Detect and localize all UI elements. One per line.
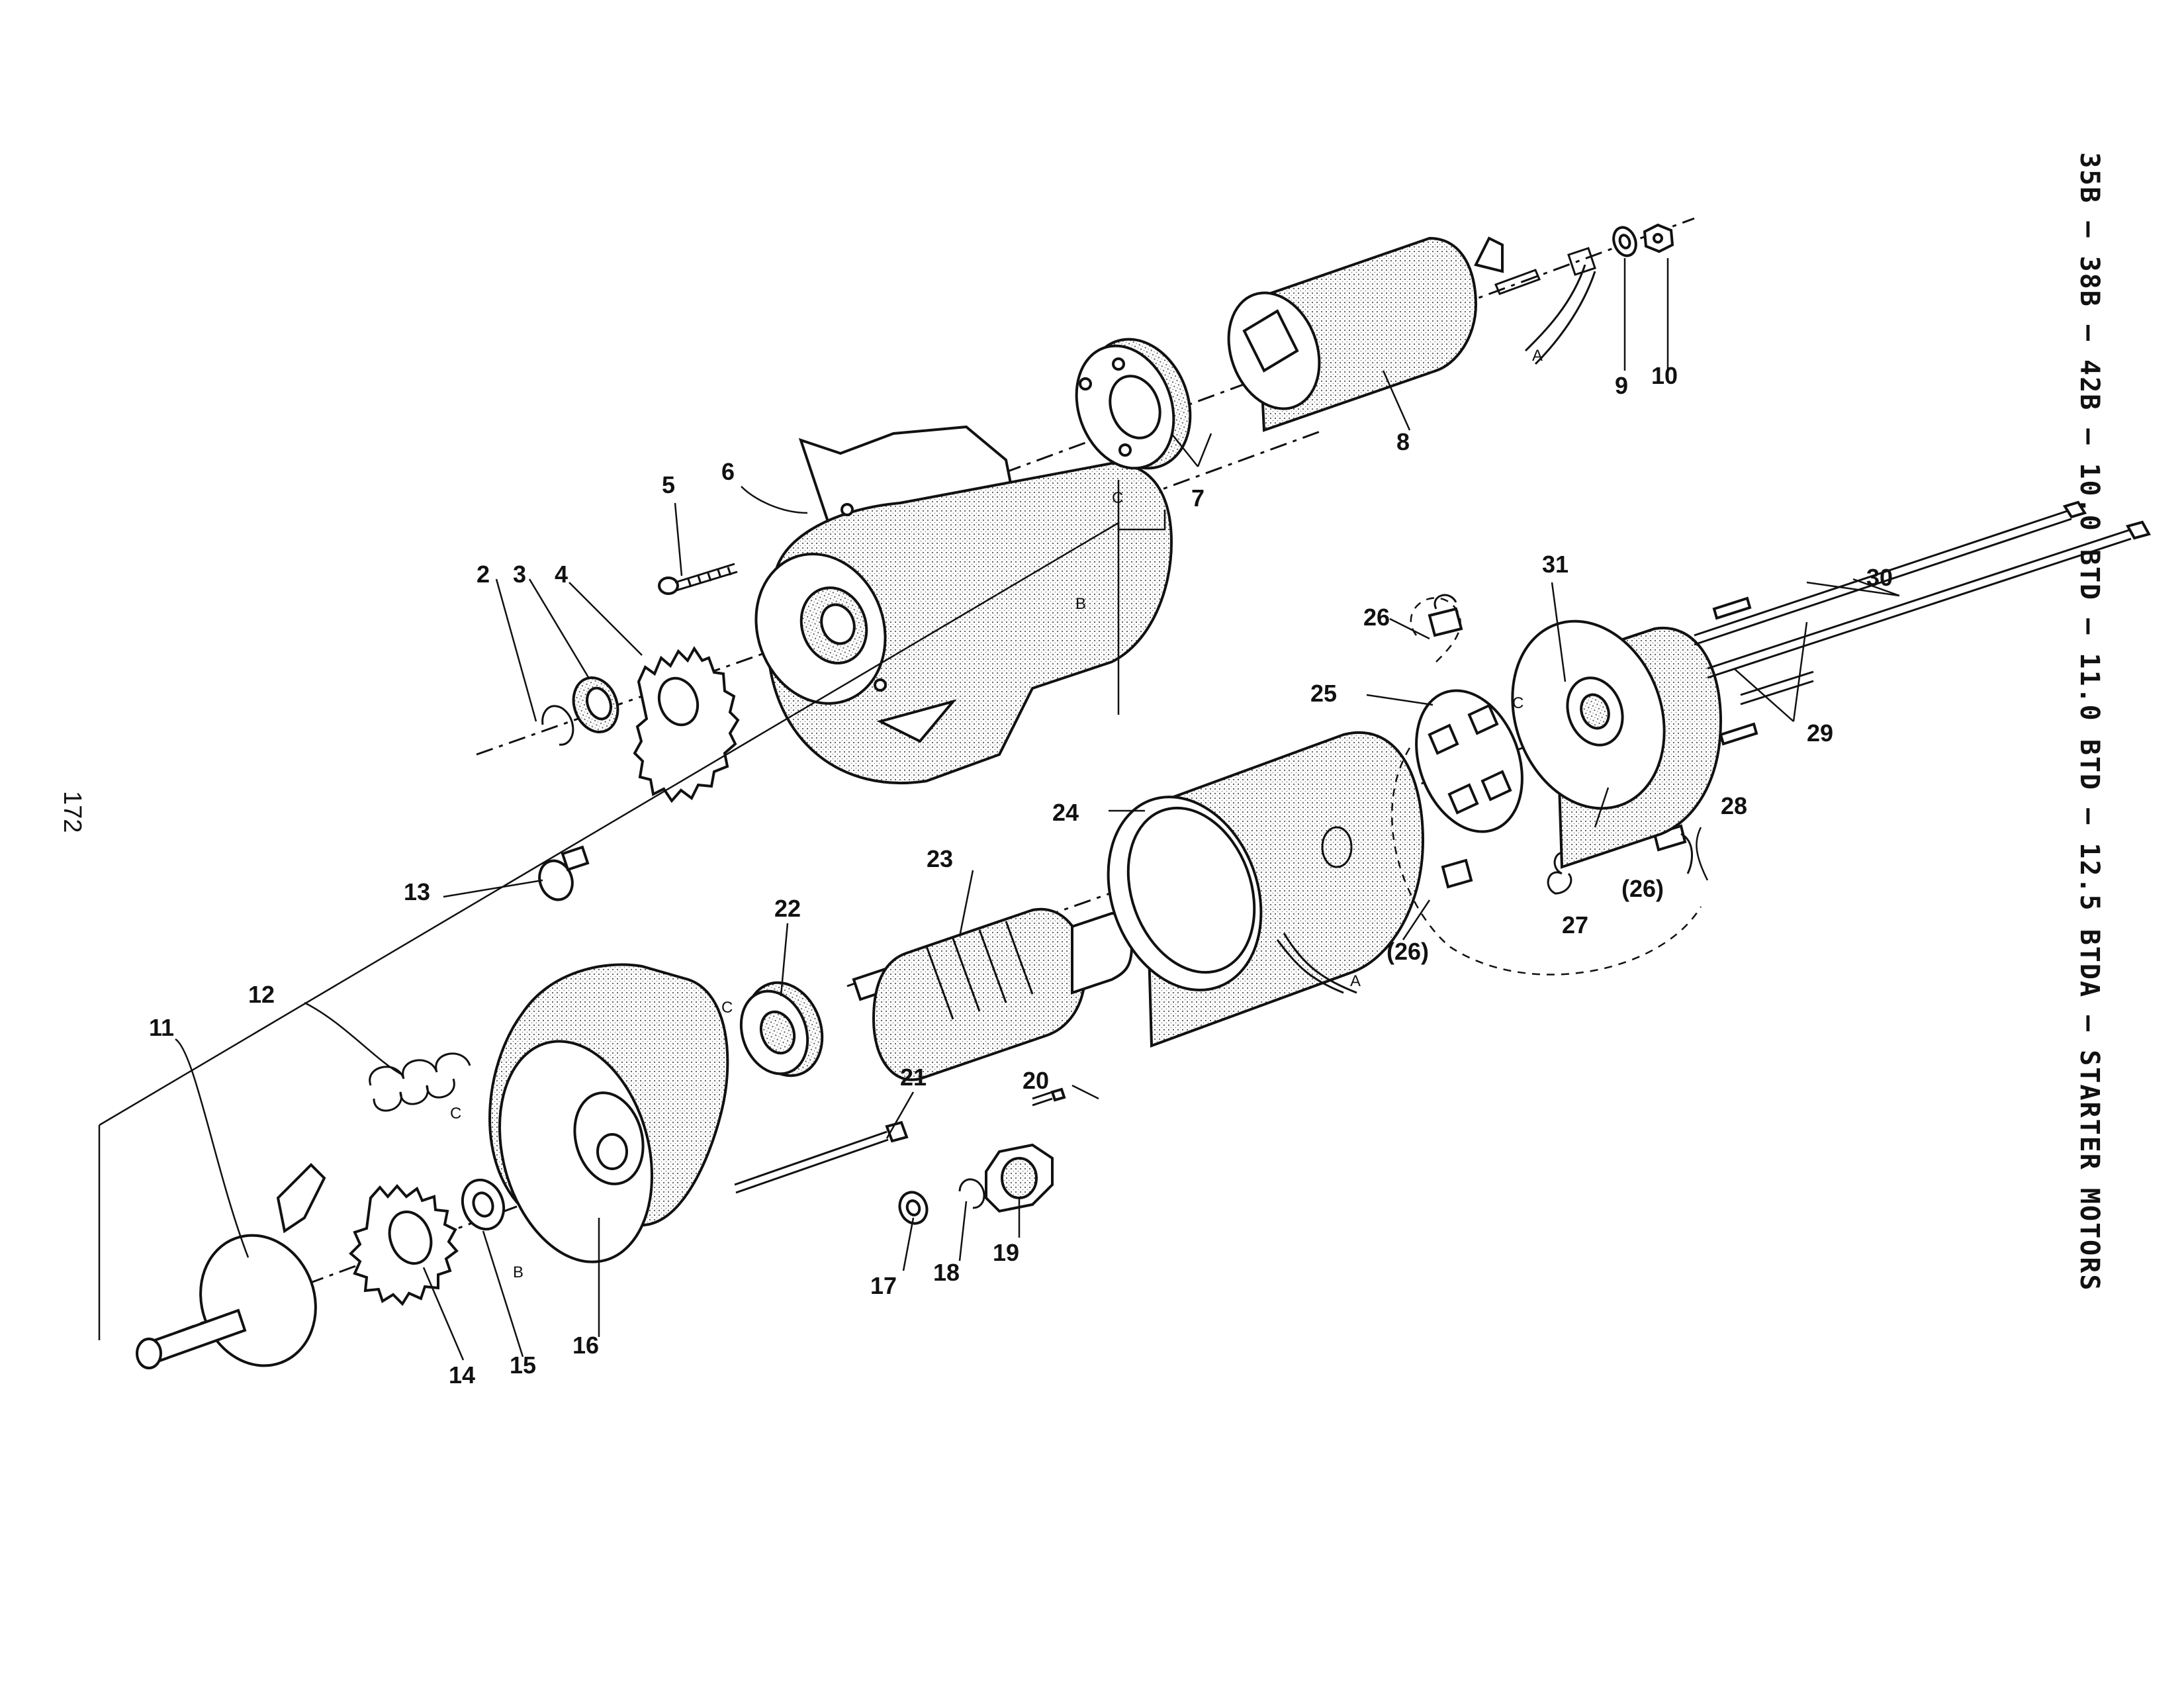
callout-3: 3 (513, 561, 526, 588)
reference-bracket-upper (1117, 480, 1166, 531)
callout-21: 21 (900, 1064, 927, 1091)
callout-16: 16 (572, 1332, 599, 1359)
ref-c-lower-2: C (450, 1105, 461, 1122)
part-20-screw (1032, 1087, 1066, 1107)
callout-labels: 2 3 4 5 6 7 8 9 10 11 12 13 14 15 16 17 … (149, 362, 1893, 1389)
part-5-screw (658, 563, 738, 595)
ref-c-upper: C (1112, 489, 1123, 507)
part-21-bolt (734, 1120, 909, 1194)
callout-29: 29 (1807, 719, 1833, 747)
callout-20: 20 (1023, 1067, 1049, 1094)
callout-18: 18 (933, 1259, 960, 1286)
ref-c-lower-1: C (721, 999, 733, 1017)
callout-23: 23 (927, 845, 953, 872)
ref-a-solenoid: A (1532, 347, 1543, 365)
part-25-brush-plate (1390, 597, 1702, 976)
part-2-circlip (541, 705, 574, 746)
ref-a-yoke: A (1350, 972, 1361, 990)
part-24-yoke (1107, 731, 1425, 1048)
part-8-solenoid (1227, 236, 1541, 432)
callout-4: 4 (555, 561, 568, 588)
part-11-drive-shaft (136, 1163, 326, 1369)
part-6-drive-end-housing (754, 425, 1173, 785)
part-30-through-bolts (1694, 500, 2151, 679)
callout-26-mid: (26) (1387, 938, 1429, 965)
ref-b-upper: B (1075, 595, 1086, 613)
part-15-washer (461, 1178, 506, 1231)
callout-26-right: (26) (1621, 875, 1664, 902)
callout-7: 7 (1191, 484, 1205, 512)
page-number: 172 (58, 791, 86, 833)
part-22-bearing (739, 981, 824, 1077)
callout-19: 19 (993, 1239, 1019, 1266)
side-title: 35B – 38B – 42B – 10.0 BTD – 11.0 BTD – … (2074, 152, 2105, 1292)
callout-9: 9 (1615, 372, 1628, 399)
part-29-screws (1712, 596, 1814, 746)
callout-11: 11 (149, 1014, 174, 1041)
part-14-gear (349, 1183, 459, 1306)
callout-2: 2 (477, 561, 490, 588)
callout-8: 8 (1396, 428, 1410, 455)
part-16-intermediate-housing (488, 963, 729, 1263)
part-23-armature (852, 907, 1134, 1081)
part-13-collar (538, 845, 590, 901)
ref-b-lower: B (513, 1263, 523, 1281)
callout-27: 27 (1562, 911, 1588, 938)
callout-30: 30 (1866, 564, 1893, 591)
callout-14: 14 (449, 1361, 475, 1389)
part-28-end-cover (1511, 619, 1723, 869)
part-10-nut (1643, 223, 1674, 253)
callout-26-top: 26 (1363, 604, 1390, 631)
cable-a-solenoid (1524, 247, 1596, 365)
leader-lines (175, 258, 1900, 1361)
callout-28: 28 (1721, 792, 1747, 819)
callout-10: 10 (1651, 362, 1678, 389)
part-26-brush-mid (1441, 858, 1473, 889)
callout-25: 25 (1310, 680, 1337, 707)
axis-line-solenoid (939, 217, 1695, 498)
callout-13: 13 (404, 878, 430, 905)
callout-22: 22 (774, 895, 801, 922)
part-17-washer (898, 1191, 929, 1225)
part-19-cover-plate (985, 1143, 1054, 1213)
callout-6: 6 (721, 458, 735, 485)
part-9-washer (1612, 226, 1637, 257)
ref-c-brush: C (1512, 694, 1524, 712)
part-7-shims (1075, 338, 1192, 470)
reference-bracket-left (98, 521, 1120, 1340)
callout-5: 5 (662, 471, 675, 498)
callout-12: 12 (248, 981, 275, 1008)
callout-15: 15 (510, 1351, 536, 1379)
callout-24: 24 (1052, 799, 1079, 826)
part-18-clip (958, 1178, 985, 1209)
part-3-seal (572, 676, 619, 733)
part-26-brush-top (1428, 594, 1463, 637)
reference-letters: A A B B C C C C (450, 347, 1543, 1281)
callout-31: 31 (1542, 551, 1569, 578)
part-12-spring (369, 1052, 471, 1112)
callout-17: 17 (870, 1272, 897, 1299)
